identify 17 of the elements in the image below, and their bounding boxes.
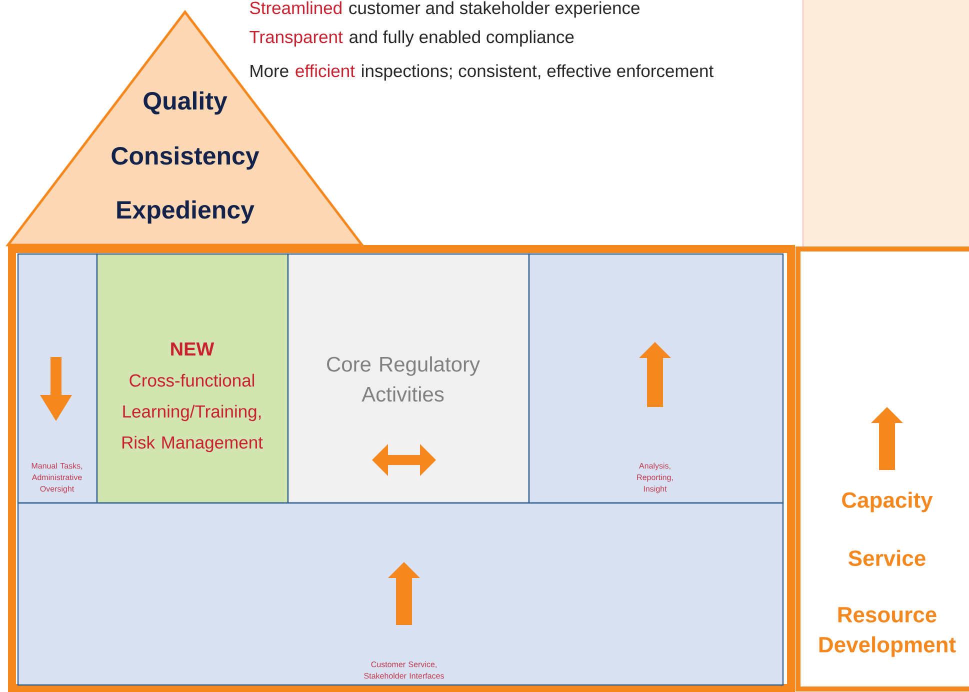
highlight-word: Streamlined <box>250 1 342 14</box>
frame-box <box>8 245 795 692</box>
statement-text: customer and stakeholder experience <box>349 1 640 18</box>
cell-label: Manual Tasks, Administrative Oversight <box>32 462 82 494</box>
statement-text: inspections; consistent, effective enforcement <box>362 64 714 81</box>
triangle-label: Expediency <box>117 200 254 224</box>
statement-text: and fully enabled compliance <box>350 30 574 47</box>
cell-label: Analysis, Reporting, Insight <box>637 462 673 494</box>
cell-heading: NEW <box>171 342 214 356</box>
highlight-word: efficient <box>296 64 355 78</box>
cell-label: Customer Service, Stakeholder Interfaces <box>364 661 444 679</box>
triangle-label: Consistency <box>112 146 260 170</box>
triangle-label: Quality <box>144 91 228 115</box>
highlight-word: Transparent <box>250 30 343 47</box>
cell-label: Core Regulatory Activities <box>327 356 480 402</box>
cell-label: Cross-functional Learning/Training, Risk Management <box>122 374 263 452</box>
statement-text: More <box>250 64 288 78</box>
